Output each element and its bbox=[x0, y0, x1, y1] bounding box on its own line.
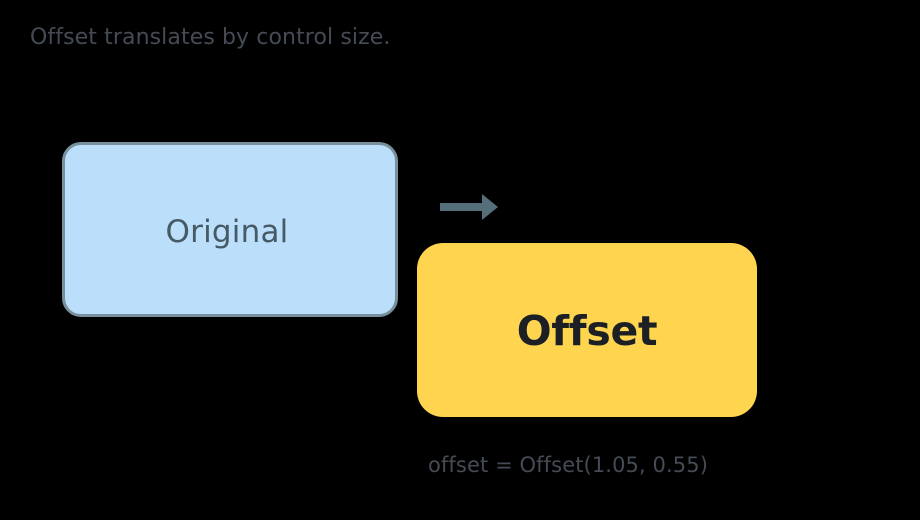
arrow-right-icon bbox=[438, 191, 500, 223]
offset-box: Offset bbox=[417, 243, 757, 417]
page-title: Offset translates by control size. bbox=[30, 25, 391, 50]
original-box: Original bbox=[62, 142, 398, 317]
original-box-label: Original bbox=[165, 213, 289, 250]
offset-caption: offset = Offset(1.05, 0.55) bbox=[427, 453, 709, 477]
offset-box-label: Offset bbox=[516, 307, 658, 355]
